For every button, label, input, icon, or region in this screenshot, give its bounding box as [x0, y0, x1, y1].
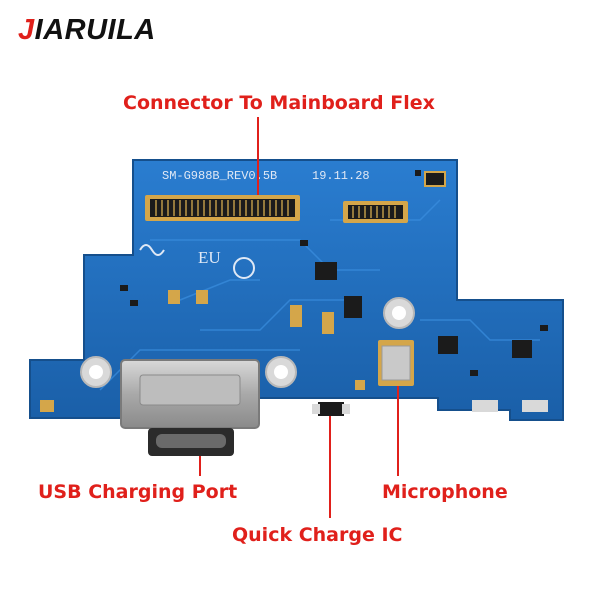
- label-usb-charging-port: USB Charging Port: [38, 481, 238, 503]
- label-connector-to-mainboard-flex: Connector To Mainboard Flex: [123, 92, 435, 114]
- silkscreen-logo-icon: [139, 244, 165, 256]
- label-microphone: Microphone: [382, 481, 508, 503]
- pad-component: [424, 171, 446, 187]
- mounting-holes: [80, 297, 415, 388]
- brand-logo-rest: IARUILA: [34, 14, 156, 46]
- silkscreen-model: SM-G988B_REV0.5B: [162, 169, 277, 183]
- smd-components: [40, 170, 548, 412]
- usb-charging-port: [120, 359, 260, 456]
- silkscreen-region: EU: [198, 248, 221, 267]
- label-quick-charge-ic: Quick Charge IC: [232, 524, 403, 546]
- silkscreen-ring-icon: [233, 257, 255, 279]
- mainboard-flex-connector: [145, 195, 300, 221]
- brand-logo-first-letter: J: [18, 14, 35, 46]
- small-flex-connector: [343, 201, 408, 223]
- silkscreen-date: 19.11.28: [312, 169, 370, 183]
- callout-lines: [199, 117, 399, 518]
- brand-logo: JIARUILA: [18, 14, 156, 47]
- quick-charge-ic: [312, 402, 350, 416]
- microphone-component: [378, 340, 414, 386]
